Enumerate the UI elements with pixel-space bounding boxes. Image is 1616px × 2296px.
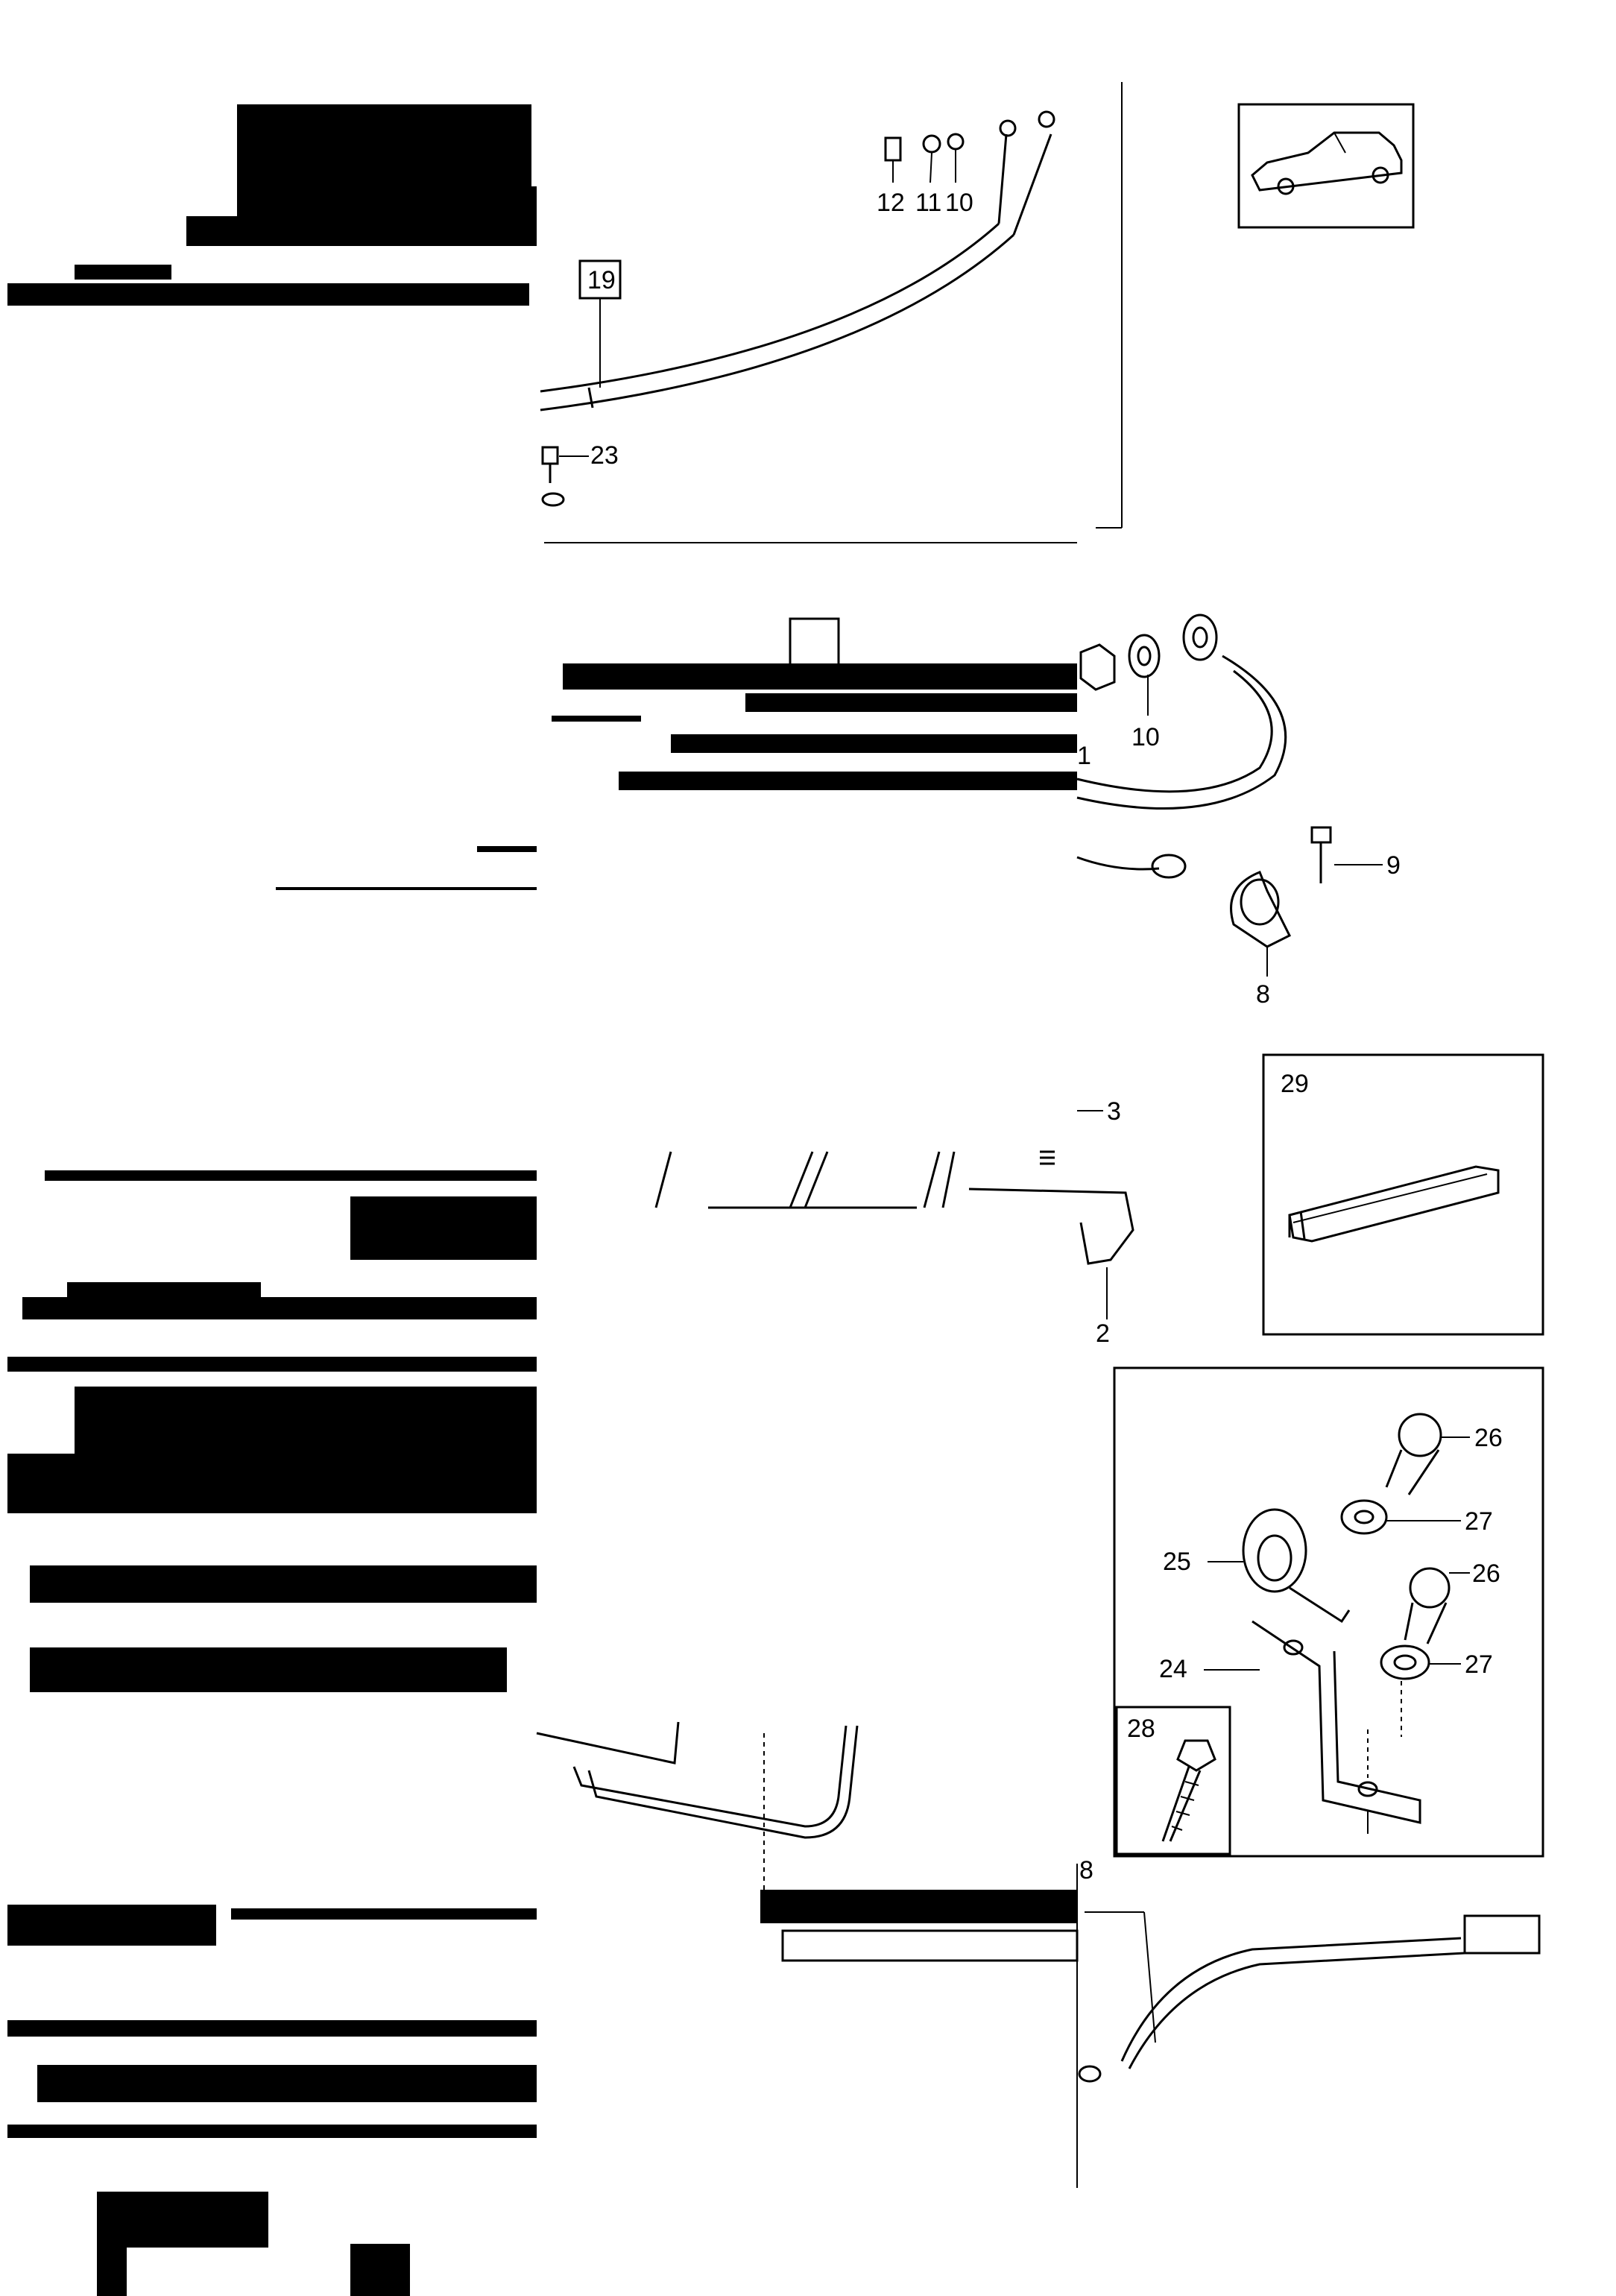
callout-27-a: 27	[1465, 1507, 1493, 1536]
callout-26-b: 26	[1472, 1559, 1500, 1588]
screw-icon	[1385, 1413, 1451, 1644]
car-thumbnail-icon	[1237, 103, 1415, 229]
callout-8-lower: 8	[1079, 1856, 1093, 1885]
self-tapping-screw-icon	[1161, 1739, 1216, 1842]
callout-10-mid: 10	[1131, 723, 1160, 751]
top-panel: 19 12 11 10 23	[540, 82, 1415, 543]
callout-23: 23	[590, 441, 619, 470]
inset-bracket: 26 27 26 27 25 24 28	[1113, 1366, 1544, 1858]
lower-panel: 3 2 8	[536, 1097, 1541, 2188]
left-scan-artifacts	[7, 104, 537, 2296]
callout-1: 1	[1077, 742, 1091, 770]
inset-29-label: 29	[1281, 1070, 1309, 1098]
callout-12: 12	[877, 189, 905, 217]
callout-26-a: 26	[1474, 1424, 1503, 1452]
callout-9: 9	[1386, 851, 1401, 880]
callout-10: 10	[945, 189, 973, 217]
callout-2: 2	[1096, 1319, 1110, 1348]
ref-box-19-label: 19	[587, 266, 616, 294]
middle-panel: 1 10 9 8	[552, 614, 1401, 1009]
inset-29: 29	[1262, 1053, 1544, 1336]
sub-inset-28-label: 28	[1127, 1715, 1155, 1743]
callout-8-mid: 8	[1256, 980, 1270, 1009]
callout-25: 25	[1163, 1548, 1191, 1576]
callout-11: 11	[915, 189, 941, 217]
callout-24: 24	[1159, 1655, 1187, 1683]
callout-3: 3	[1107, 1097, 1121, 1126]
callout-27-b: 27	[1465, 1650, 1493, 1679]
